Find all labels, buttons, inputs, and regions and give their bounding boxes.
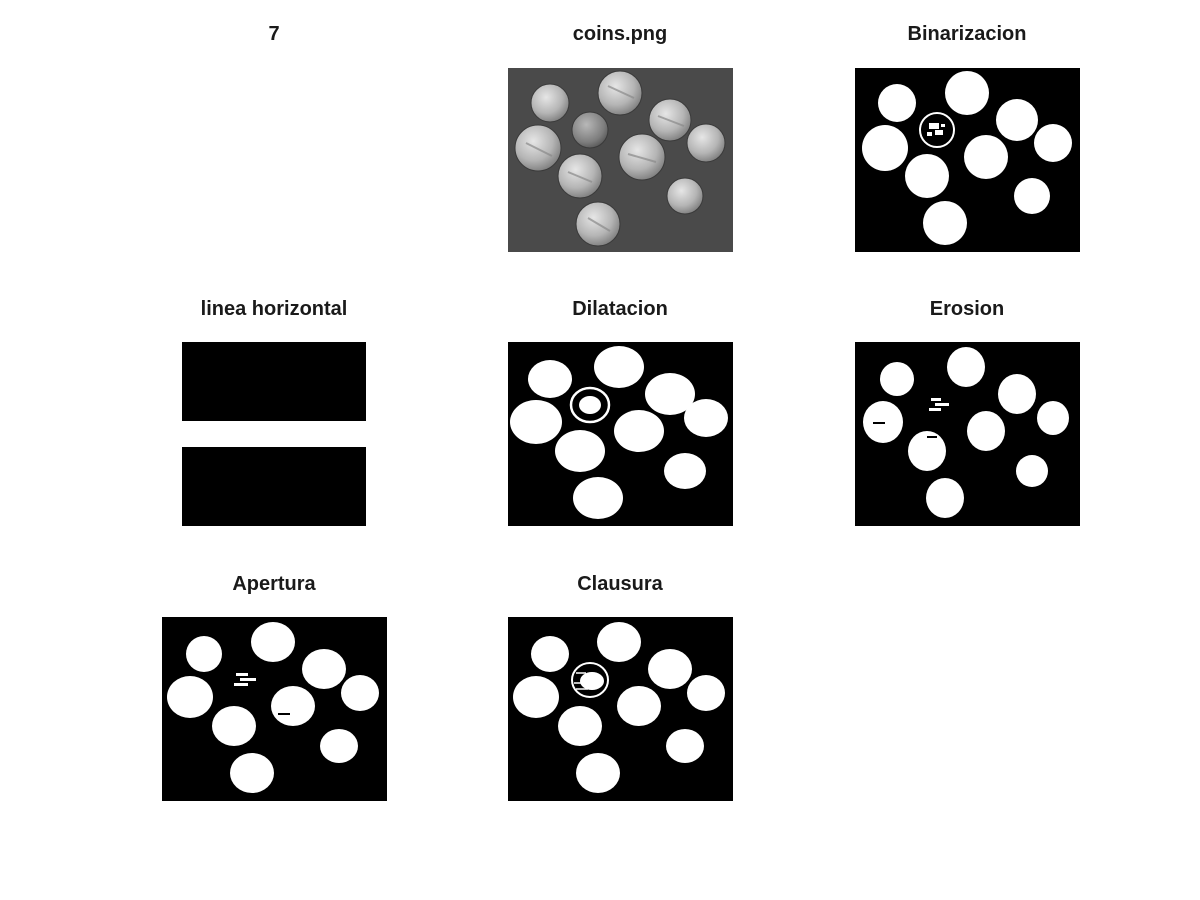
subplot-title-erosion: Erosion — [929, 298, 1005, 320]
linea-horizontal-image — [182, 342, 366, 526]
subplot-title-1: 7 — [268, 23, 280, 45]
subplot-title-coins: coins.png — [572, 23, 668, 45]
subplot-title-binarizacion: Binarizacion — [907, 23, 1027, 45]
erosion-image — [855, 342, 1080, 526]
dilatacion-image — [508, 342, 733, 526]
clausura-image — [508, 617, 733, 801]
apertura-image — [162, 617, 387, 801]
subplot-title-clausura: Clausura — [577, 573, 663, 595]
binarizacion-image — [855, 68, 1080, 252]
subplot-title-dilatacion: Dilatacion — [572, 298, 668, 320]
subplot-title-apertura: Apertura — [232, 573, 316, 595]
subplot-title-linea-horizontal: linea horizontal — [200, 298, 348, 320]
coins-image — [508, 68, 733, 252]
